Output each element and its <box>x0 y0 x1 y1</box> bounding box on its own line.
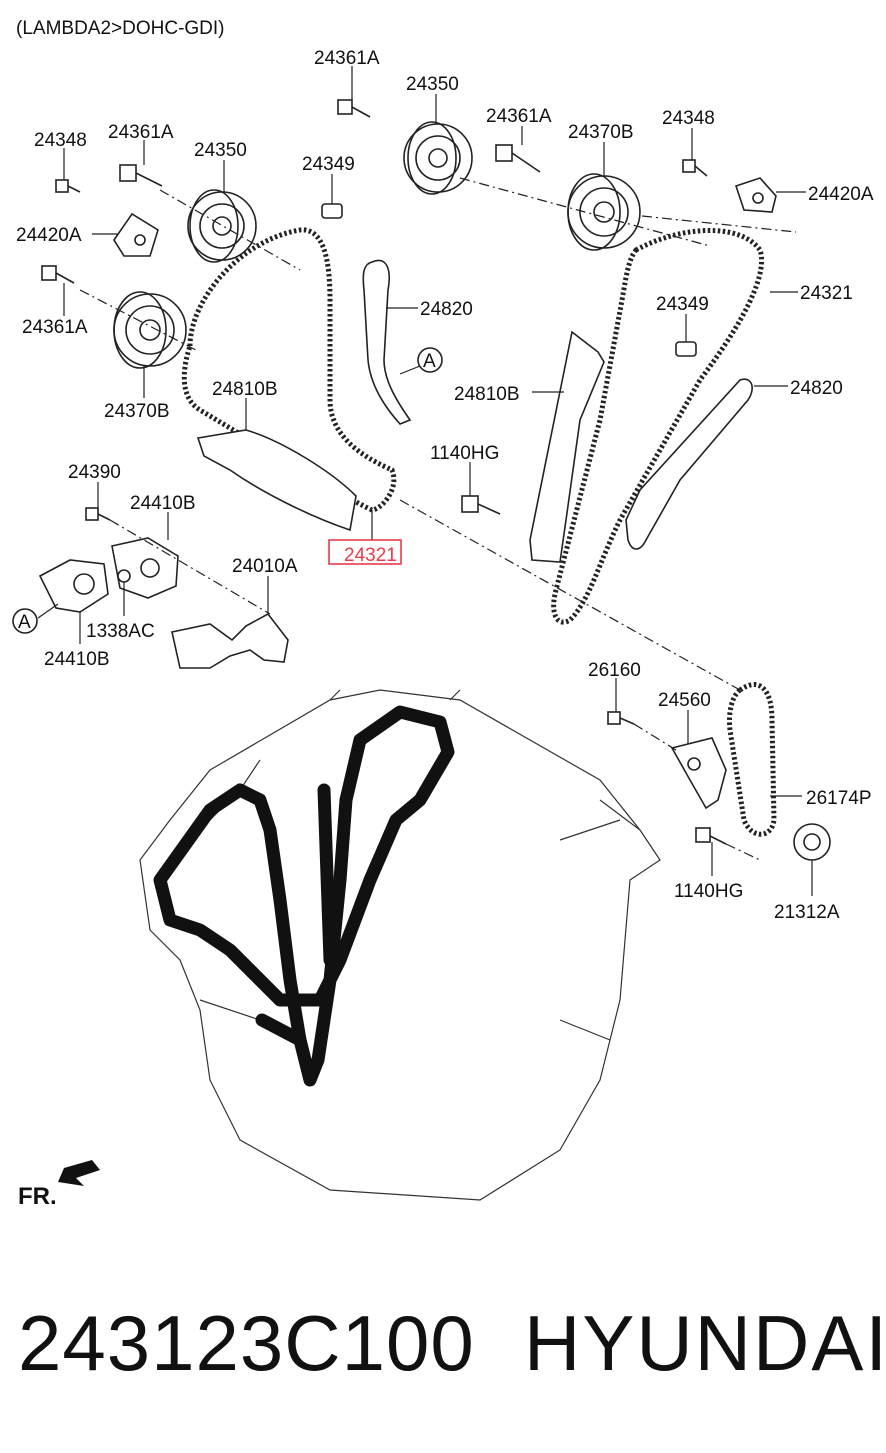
label-24349-2: 24349 <box>656 294 709 315</box>
tensioner-arm-24810b-front <box>196 429 357 532</box>
bolt-1140hg-lower <box>695 827 727 845</box>
label-24820-1: 24820 <box>420 299 473 320</box>
installed-chain-silhouette <box>153 705 455 1087</box>
dowel-24349-a <box>321 203 343 219</box>
label-24410b-1: 24410B <box>130 493 196 514</box>
bracket-24420a-right <box>734 177 777 213</box>
bolt-26160 <box>607 711 635 725</box>
label-24390: 24390 <box>68 462 121 483</box>
bolt-24348-a <box>55 179 81 193</box>
chain-guide-24820-front <box>362 259 412 425</box>
cam-sprocket-24350-front <box>187 189 257 263</box>
cam-sprocket-24370b-front <box>113 291 187 369</box>
timing-chain-diagram: (LAMBDA2>DOHC-GDI) <box>12 18 874 1210</box>
dowel-24349-b <box>675 341 697 357</box>
label-1140hg-2: 1140HG <box>674 881 743 902</box>
bolt-24361a-b <box>495 144 541 173</box>
part-number: 243123C100 <box>18 1299 475 1387</box>
label-24560: 24560 <box>658 690 711 711</box>
label-24361a-2: 24361A <box>486 106 552 127</box>
label-24820-2: 24820 <box>790 378 843 399</box>
bolt-1140hg-upper <box>461 495 501 515</box>
label-24321-1: 24321 <box>800 283 853 304</box>
label-24361a-1: 24361A <box>314 48 380 69</box>
leader-lines <box>37 66 813 896</box>
label-24370b-2: 24370B <box>104 401 170 422</box>
sprocket-21312a <box>793 823 831 861</box>
label-24350-2: 24350 <box>194 140 247 161</box>
gasket-24010a <box>171 612 289 669</box>
label-26160: 26160 <box>588 660 641 681</box>
highlighted-part-24321[interactable]: 24321 <box>328 539 402 566</box>
label-24370b-1: 24370B <box>568 122 634 143</box>
label-24361a-3: 24361A <box>108 122 174 143</box>
label-1338ac: 1338AC <box>86 621 155 642</box>
label-24010a: 24010A <box>232 556 298 577</box>
tensioner-24410b-gasket <box>111 537 179 599</box>
label-24350-1: 24350 <box>406 74 459 95</box>
timing-chain-rear <box>551 228 764 625</box>
seal-1338ac <box>117 569 131 583</box>
cam-sprocket-24350-rear <box>403 121 473 195</box>
bolt-24361a-a <box>337 99 371 118</box>
highlighted-part-label: 24321 <box>344 545 397 566</box>
label-24410b-2: 24410B <box>44 649 110 670</box>
label-24348-1: 24348 <box>662 108 715 129</box>
label-24810b-2: 24810B <box>454 384 520 405</box>
label-1140hg-1: 1140HG <box>430 443 499 464</box>
front-direction-indicator: FR. <box>18 1160 100 1210</box>
label-24810b-1: 24810B <box>212 379 278 400</box>
bolt-24348-b <box>682 159 708 177</box>
callout-a-lower: A <box>12 608 38 634</box>
label-24349-1: 24349 <box>302 154 355 175</box>
brand-name: HYUNDAI <box>524 1299 886 1387</box>
label-26174p: 26174P <box>806 788 872 809</box>
cam-sprocket-24370b-rear <box>567 173 641 251</box>
oil-pump-chain <box>727 682 777 837</box>
chain-guide-24560 <box>670 737 727 810</box>
tensioner-arm-24810b-rear <box>529 330 605 563</box>
callout-a-lower-text: A <box>18 612 31 633</box>
bracket-24420a-left <box>113 212 159 257</box>
front-direction-label: FR. <box>18 1183 57 1210</box>
callout-a-upper: A <box>417 347 443 373</box>
tensioner-24410b-body <box>38 559 109 613</box>
label-24361a-4: 24361A <box>22 317 88 338</box>
label-24420a-2: 24420A <box>16 225 82 246</box>
callout-a-upper-text: A <box>423 351 436 372</box>
bolt-24361a-d <box>41 265 75 284</box>
bolt-24361a-c <box>119 164 163 187</box>
label-21312a: 21312A <box>774 902 840 923</box>
bolt-24390 <box>85 507 111 521</box>
label-24348-2: 24348 <box>34 130 87 151</box>
label-24420a-1: 24420A <box>808 184 874 205</box>
chain-guide-24820-rear <box>625 378 753 550</box>
diagram-header: (LAMBDA2>DOHC-GDI) <box>16 18 225 39</box>
